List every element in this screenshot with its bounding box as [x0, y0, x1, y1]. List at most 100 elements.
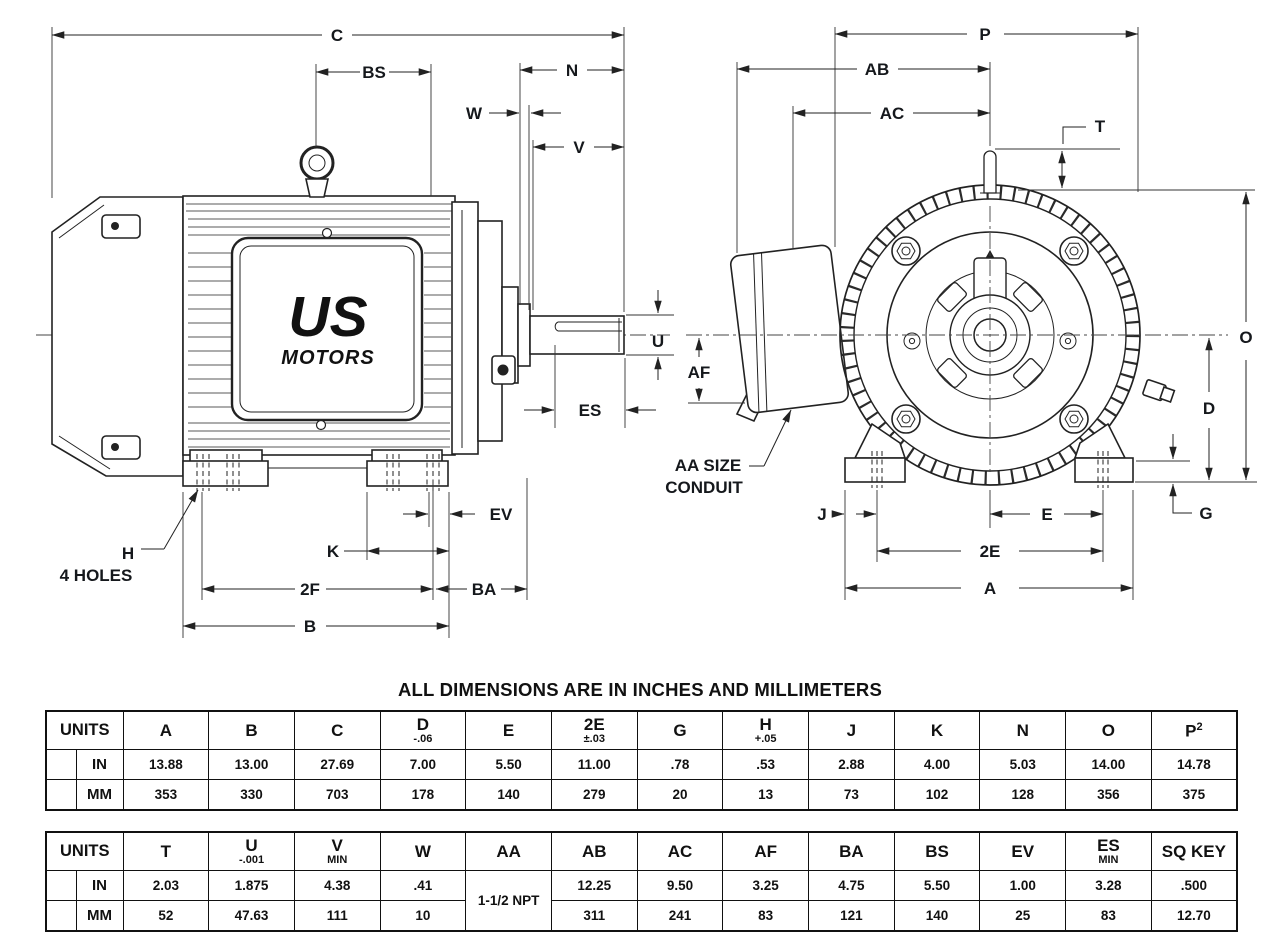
cell-EV-MM: 25	[979, 900, 1067, 932]
dim-label-h-note: 4 HOLES	[60, 566, 133, 585]
cell-EV-IN: 1.00	[979, 870, 1067, 901]
column-header-AA: AA	[465, 831, 552, 871]
foot-hole-dashes	[196, 454, 440, 491]
cell-AA: 1-1/2 NPT	[465, 870, 552, 932]
side-view-dimensions	[51, 31, 662, 630]
cell-SQ KEY-MM: 12.70	[1150, 900, 1238, 932]
dim-label-a: A	[984, 579, 996, 598]
column-header-B: B	[208, 710, 295, 750]
mounting-bosses	[891, 236, 1089, 434]
column-header-G: G	[636, 710, 724, 750]
column-header-BA: BA	[808, 831, 895, 871]
cell-A-IN: 13.88	[122, 749, 210, 780]
cell-N-MM: 128	[979, 779, 1067, 811]
column-header-AF: AF	[722, 831, 809, 871]
cell-AB-MM: 311	[550, 900, 638, 932]
cell-P-IN: 14.78	[1150, 749, 1238, 780]
units-header: UNITS	[45, 710, 124, 750]
column-header-J: J	[808, 710, 895, 750]
cell-J-MM: 73	[808, 779, 895, 811]
logo-motors: MOTORS	[281, 347, 374, 369]
spacer-cell	[45, 870, 77, 901]
column-header-BS: BS	[893, 831, 981, 871]
column-header-U: U-.001	[208, 831, 295, 871]
column-header-T: T	[122, 831, 210, 871]
cell-AF-MM: 83	[722, 900, 809, 932]
cell-P-MM: 375	[1150, 779, 1238, 811]
page-title: ALL DIMENSIONS ARE IN INCHES AND MILLIME…	[398, 679, 882, 700]
cell-E-IN: 5.50	[465, 749, 552, 780]
cell-E-MM: 140	[465, 779, 552, 811]
cell-O-IN: 14.00	[1065, 749, 1152, 780]
dim-label-v: V	[573, 138, 585, 157]
cell-ES-MM: 83	[1065, 900, 1152, 932]
cell-O-MM: 356	[1065, 779, 1152, 811]
cell-W-MM: 10	[379, 900, 467, 932]
dim-label-e: E	[1041, 505, 1052, 524]
cell-AC-MM: 241	[636, 900, 724, 932]
cell-AC-IN: 9.50	[636, 870, 724, 901]
cell-BS-IN: 5.50	[893, 870, 981, 901]
column-header-H: H+.05	[722, 710, 809, 750]
column-header-SQ KEY: SQ KEY	[1150, 831, 1238, 871]
cell-C-IN: 27.69	[293, 749, 381, 780]
spacer-cell	[45, 779, 77, 811]
dim-label-t: T	[1095, 117, 1106, 136]
cell-T-IN: 2.03	[122, 870, 210, 901]
logo-us: US	[288, 285, 367, 349]
cell-J-IN: 2.88	[808, 749, 895, 780]
dim-label-k: K	[327, 542, 340, 561]
cell-U-IN: 1.875	[208, 870, 295, 901]
cell-B-IN: 13.00	[208, 749, 295, 780]
cell-K-MM: 102	[893, 779, 981, 811]
row-unit-IN: IN	[75, 749, 124, 780]
drain-fitting	[1142, 379, 1176, 403]
dim-label-c: C	[331, 26, 343, 45]
dim-label-es: ES	[579, 401, 602, 420]
column-header-C: C	[293, 710, 381, 750]
column-header-2E: 2E±.03	[550, 710, 638, 750]
cell-D-MM: 178	[379, 779, 467, 811]
column-header-E: E	[465, 710, 552, 750]
cell-T-MM: 52	[122, 900, 210, 932]
column-header-P: P2	[1150, 710, 1238, 750]
column-header-W: W	[379, 831, 467, 871]
dim-label-j: J	[817, 505, 826, 524]
column-header-AB: AB	[550, 831, 638, 871]
cell-N-IN: 5.03	[979, 749, 1067, 780]
cell-H-IN: .53	[722, 749, 809, 780]
cell-D-IN: 7.00	[379, 749, 467, 780]
dim-label-g: G	[1199, 504, 1212, 523]
column-header-EV: EV	[979, 831, 1067, 871]
dim-label-ac: AC	[880, 104, 905, 123]
engineering-drawing: US MOTORS	[36, 25, 1257, 638]
dim-label-2f: 2F	[300, 580, 320, 599]
dim-label-ev: EV	[490, 505, 513, 524]
cell-SQ KEY-IN: .500	[1150, 870, 1238, 901]
cell-K-IN: 4.00	[893, 749, 981, 780]
units-header: UNITS	[45, 831, 124, 871]
cell-2E-MM: 279	[550, 779, 638, 811]
dim-label-u: U	[652, 332, 664, 351]
row-unit-MM: MM	[75, 900, 124, 932]
cell-G-MM: 20	[636, 779, 724, 811]
cell-W-IN: .41	[379, 870, 467, 901]
end-view: P AB AC T O D G AF AA SIZE CONDUIT J E 2…	[665, 25, 1257, 600]
column-header-O: O	[1065, 710, 1152, 750]
cell-V-MM: 111	[293, 900, 381, 932]
dim-label-h: H	[122, 544, 134, 563]
side-view: US MOTORS	[36, 26, 674, 638]
column-header-D: D-.06	[379, 710, 467, 750]
conduit-box	[729, 244, 850, 422]
cell-U-MM: 47.63	[208, 900, 295, 932]
cell-B-MM: 330	[208, 779, 295, 811]
dim-label-o: O	[1239, 328, 1252, 347]
column-header-AC: AC	[636, 831, 724, 871]
clamp-lugs	[937, 282, 1043, 388]
dim-label-ab: AB	[865, 60, 890, 79]
